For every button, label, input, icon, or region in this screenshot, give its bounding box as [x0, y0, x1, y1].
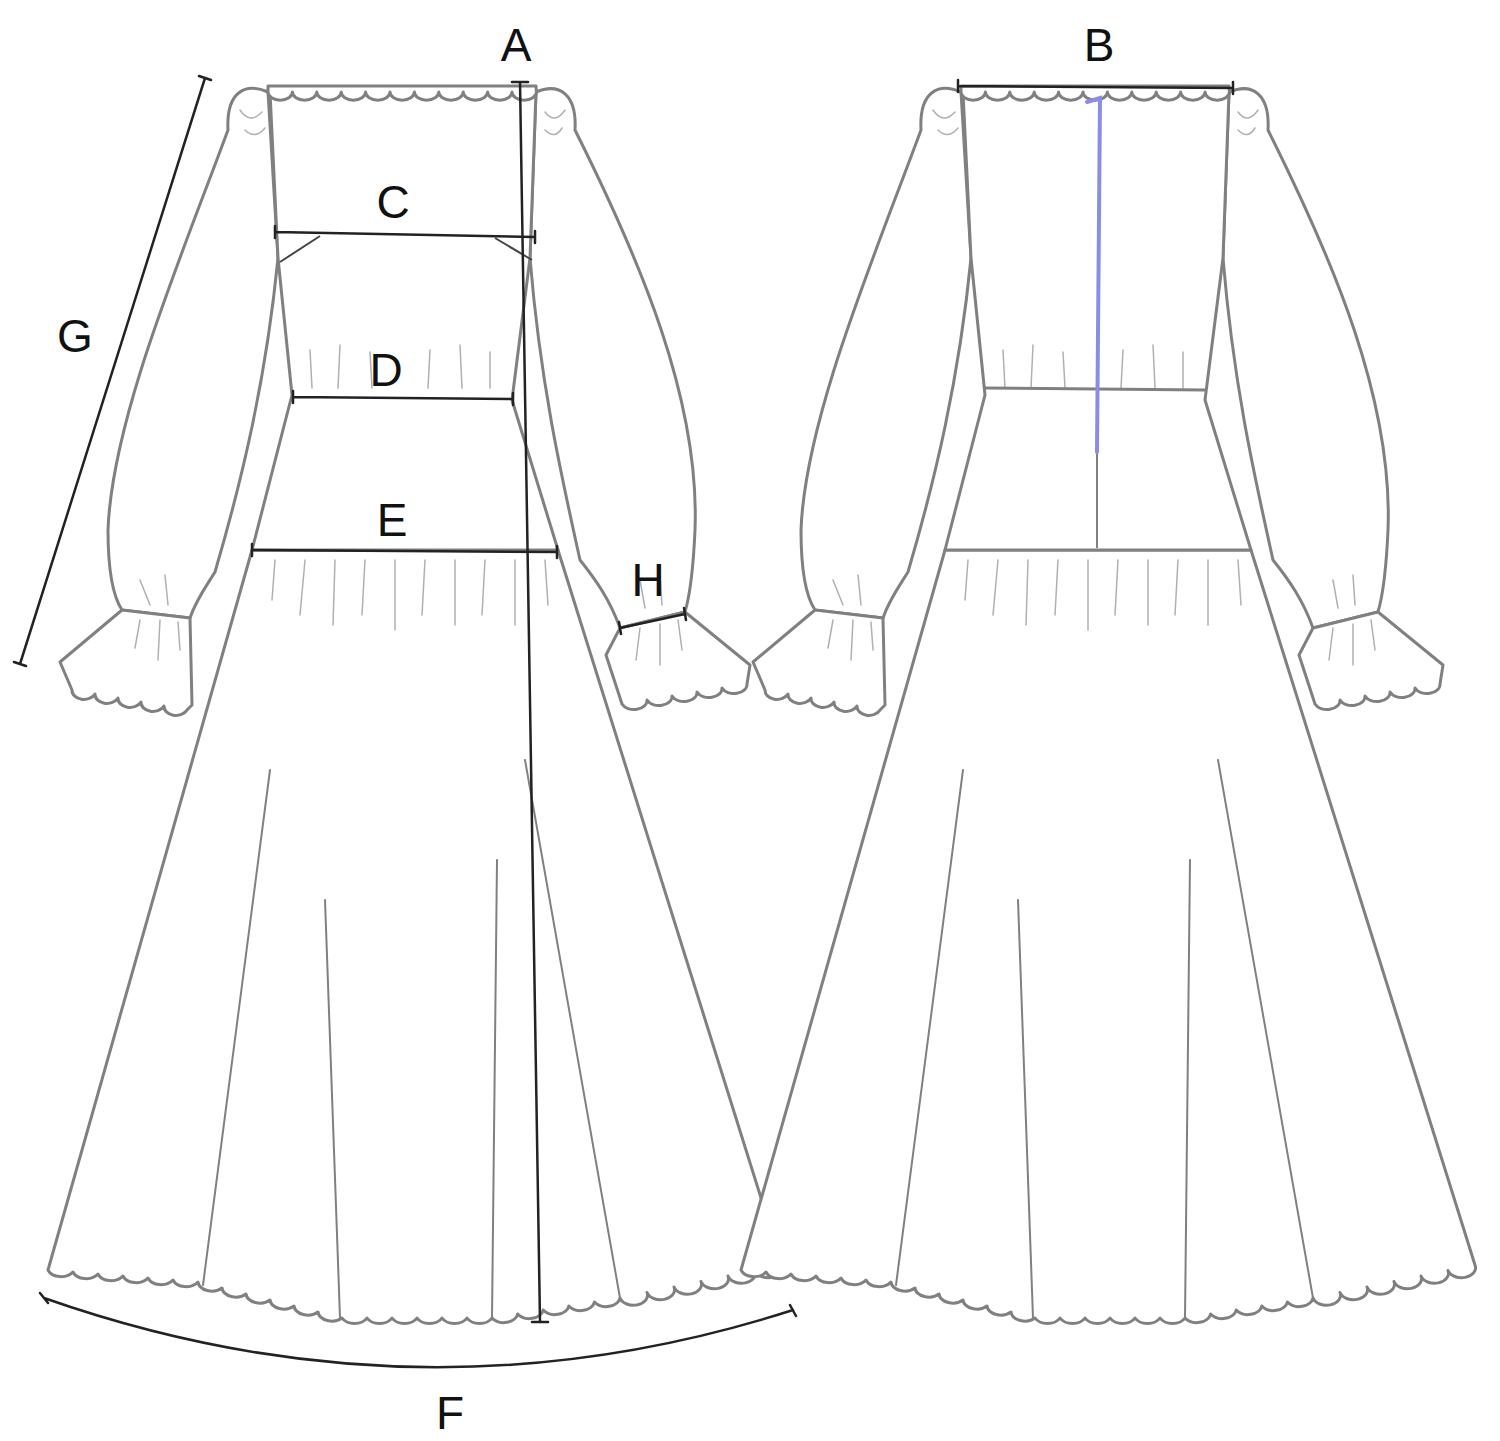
- measure-c: [275, 226, 535, 243]
- measure-label-wrap: G: [57, 313, 93, 359]
- measurement-letter: C: [376, 176, 409, 228]
- measure-a: [512, 82, 548, 1322]
- measure-label-wrap: C: [376, 179, 409, 225]
- measure-label-wrap: A: [501, 22, 532, 68]
- measurement-letter: G: [57, 310, 93, 362]
- measurement-letter: F: [436, 1387, 464, 1439]
- dress-front: [48, 86, 783, 1323]
- measure-label-wrap: E: [377, 497, 408, 543]
- measure-h: [619, 608, 686, 634]
- measurement-letter: E: [377, 494, 408, 546]
- measurement-lines: [14, 76, 1233, 1367]
- measure-b: [958, 80, 1233, 94]
- bust-dart: [280, 236, 532, 262]
- zipper: [1087, 98, 1100, 452]
- measurement-letter: A: [501, 19, 532, 71]
- measure-label-wrap: B: [1084, 22, 1115, 68]
- measure-label-wrap: D: [369, 347, 402, 393]
- measure-g: [14, 76, 211, 666]
- measure-label-wrap: H: [631, 557, 664, 603]
- measurement-letter: H: [631, 554, 664, 606]
- measure-f: [40, 1293, 796, 1367]
- center-back-seam: [1096, 452, 1098, 548]
- measure-label-wrap: F: [436, 1390, 464, 1436]
- measure-e: [252, 544, 557, 558]
- measurement-letter: B: [1084, 19, 1115, 71]
- back-waist-seam: [985, 388, 1205, 390]
- dress-back: [741, 86, 1476, 1323]
- measure-d: [293, 391, 513, 405]
- measurement-letter: D: [369, 344, 402, 396]
